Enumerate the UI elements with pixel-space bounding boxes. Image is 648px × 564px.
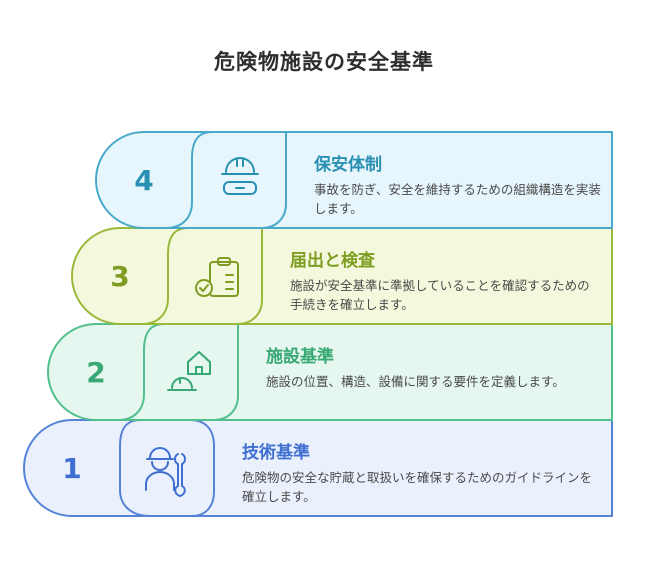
step-2-number: 2 bbox=[86, 356, 105, 389]
step-3-heading: 届出と検査 bbox=[290, 251, 375, 271]
step-3-description: 施設が安全基準に準拠していることを確認するための手続きを確立します。 bbox=[290, 278, 590, 312]
step-1-heading: 技術基準 bbox=[242, 443, 310, 463]
step-2-icon-tab bbox=[117, 323, 239, 421]
clipboard-check-icon bbox=[195, 257, 239, 297]
step-4-number: 4 bbox=[134, 164, 153, 197]
page-title: 危険物施設の安全基準 bbox=[214, 50, 434, 74]
step-2-shape bbox=[47, 323, 613, 421]
step-1 bbox=[23, 419, 613, 517]
step-3-icon-tab bbox=[141, 227, 263, 325]
engineer-wrench-icon bbox=[145, 447, 186, 497]
step-3 bbox=[71, 227, 613, 325]
step-1-description: 危険物の安全な貯蔵と取扱いを確保するためのガイドラインを確立します。 bbox=[242, 470, 593, 504]
house-hard-hat-icon bbox=[167, 351, 211, 391]
step-3-shape bbox=[71, 227, 613, 325]
step-4-heading: 保安体制 bbox=[314, 155, 382, 175]
step-2-heading: 施設基準 bbox=[266, 347, 334, 367]
step-4 bbox=[95, 131, 613, 229]
step-2-description: 施設の位置、構造、設備に関する要件を定義します。 bbox=[266, 374, 565, 389]
hard-hat-goggles-icon bbox=[221, 157, 259, 195]
step-1-number: 1 bbox=[62, 452, 81, 485]
step-2 bbox=[47, 323, 613, 421]
step-4-shape bbox=[95, 131, 613, 229]
step-1-icon-tab bbox=[119, 419, 215, 517]
step-4-icon-tab bbox=[165, 131, 287, 229]
step-4-description: 事故を防ぎ、安全を維持するための組織構造を実装します。 bbox=[314, 182, 601, 216]
step-3-number: 3 bbox=[110, 260, 129, 293]
